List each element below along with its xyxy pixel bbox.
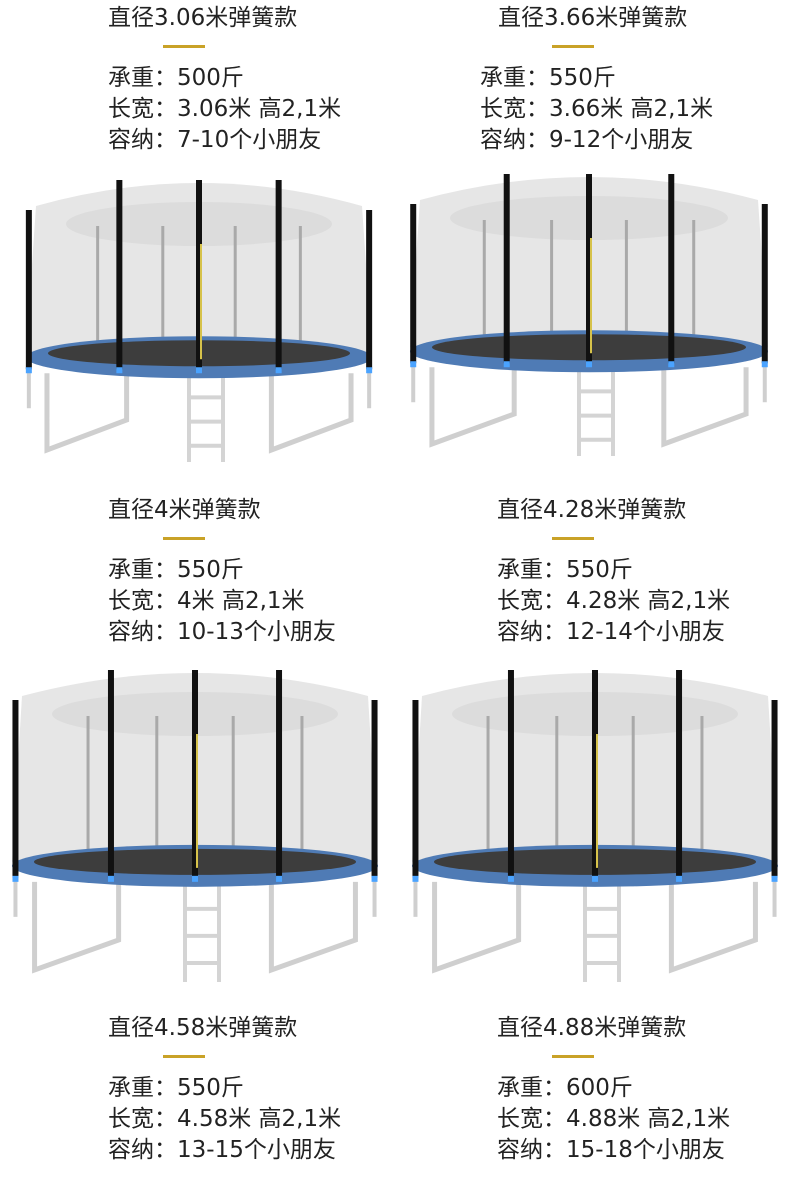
- spec-load: 承重：550斤: [480, 65, 616, 91]
- pole-cap: [503, 361, 510, 368]
- pole-cap: [196, 367, 202, 374]
- front-pole: [192, 670, 198, 878]
- spec-capacity: 容纳：15-18个小朋友: [497, 1137, 725, 1163]
- pole-cap: [116, 367, 123, 374]
- trampoline-image-3: [4, 656, 386, 988]
- spec-capacity: 容纳：12-14个小朋友: [497, 619, 725, 645]
- spec-load: 承重：500斤: [108, 65, 244, 91]
- spec-size: 长宽：3.66米 高2,1米: [480, 96, 714, 122]
- product-title: 直径3.66米弹簧款: [498, 5, 688, 31]
- product-title: 直径4.58米弹簧款: [108, 1015, 298, 1041]
- front-pole: [771, 700, 778, 878]
- spec-load: 承重：550斤: [108, 1075, 244, 1101]
- trampoline-image-1: [18, 166, 380, 468]
- spec-load: 承重：600斤: [497, 1075, 633, 1101]
- title-underline: [552, 537, 594, 540]
- trampoline-image-4: [404, 656, 786, 988]
- trampoline-drawing: [412, 670, 778, 982]
- spec-size: 长宽：4.58米 高2,1米: [108, 1106, 342, 1132]
- spec-list: 承重：550斤 长宽：4.28米 高2,1米 容纳：12-14个小朋友: [497, 555, 790, 648]
- spec-capacity: 容纳：7-10个小朋友: [108, 127, 322, 153]
- leg-frame: [32, 881, 122, 974]
- front-pole: [676, 670, 683, 878]
- leg-frame: [429, 367, 517, 448]
- pole-cap: [276, 875, 283, 882]
- product-card-5: 直径4.58米弹簧款 承重：550斤 长宽：4.58米 高2,1米 容纳：13-…: [108, 1014, 488, 1166]
- spec-list: 承重：550斤 长宽：3.66米 高2,1米 容纳：9-12个小朋友: [480, 63, 790, 156]
- pole-cap: [366, 367, 373, 374]
- spec-capacity: 容纳：9-12个小朋友: [480, 127, 694, 153]
- spec-load: 承重：550斤: [108, 557, 244, 583]
- front-pole: [371, 700, 378, 878]
- front-pole: [366, 210, 373, 370]
- pole-cap: [25, 367, 32, 374]
- trampoline-drawing: [25, 180, 373, 462]
- leg-frame: [44, 373, 130, 454]
- front-pole: [275, 180, 282, 370]
- title-underline: [552, 45, 594, 48]
- leg-frame: [661, 367, 749, 448]
- pole-cap: [771, 875, 778, 882]
- spec-list: 承重：600斤 长宽：4.88米 高2,1米 容纳：15-18个小朋友: [497, 1073, 790, 1166]
- title-underline: [163, 1055, 205, 1058]
- front-pole: [410, 204, 417, 364]
- product-title: 直径4米弹簧款: [108, 497, 261, 523]
- pole-cap: [12, 875, 19, 882]
- pole-cap: [761, 361, 768, 368]
- front-pole: [116, 180, 123, 370]
- product-card-6: 直径4.88米弹簧款 承重：600斤 长宽：4.88米 高2,1米 容纳：15-…: [497, 1014, 790, 1166]
- pole-cap: [410, 361, 417, 368]
- spec-capacity: 容纳：13-15个小朋友: [108, 1137, 336, 1163]
- pole-cap: [371, 875, 378, 882]
- front-pole: [592, 670, 598, 878]
- front-pole: [668, 174, 675, 364]
- product-title: 直径4.28米弹簧款: [497, 497, 687, 523]
- front-pole: [107, 670, 114, 878]
- front-pole: [586, 174, 592, 364]
- leg-frame: [268, 373, 354, 454]
- spec-size: 长宽：3.06米 高2,1米: [108, 96, 342, 122]
- leg-frame: [668, 881, 758, 974]
- pole-cap: [192, 875, 198, 882]
- product-title: 直径4.88米弹簧款: [497, 1015, 687, 1041]
- front-pole: [412, 700, 419, 878]
- spec-load: 承重：550斤: [497, 557, 633, 583]
- front-pole: [507, 670, 514, 878]
- spec-capacity: 容纳：10-13个小朋友: [108, 619, 336, 645]
- pole-cap: [412, 875, 419, 882]
- product-card-2: 直径3.66米弹簧款 承重：550斤 长宽：3.66米 高2,1米 容纳：9-1…: [480, 4, 790, 156]
- product-card-3: 直径4米弹簧款 承重：550斤 长宽：4米 高2,1米 容纳：10-13个小朋友: [108, 496, 488, 648]
- front-pole: [761, 204, 768, 364]
- pole-cap: [107, 875, 114, 882]
- front-pole: [12, 700, 19, 878]
- spec-list: 承重：550斤 长宽：4米 高2,1米 容纳：10-13个小朋友: [108, 555, 488, 648]
- title-underline: [552, 1055, 594, 1058]
- pole-cap: [668, 361, 675, 368]
- pole-cap: [592, 875, 598, 882]
- trampoline-drawing: [12, 670, 378, 982]
- spec-list: 承重：550斤 长宽：4.58米 高2,1米 容纳：13-15个小朋友: [108, 1073, 488, 1166]
- pole-cap: [676, 875, 683, 882]
- trampoline-image-2: [402, 160, 776, 462]
- title-underline: [163, 537, 205, 540]
- product-card-1: 直径3.06米弹簧款 承重：500斤 长宽：3.06米 高2,1米 容纳：7-1…: [108, 4, 488, 156]
- pole-cap: [586, 361, 592, 368]
- product-card-4: 直径4.28米弹簧款 承重：550斤 长宽：4.28米 高2,1米 容纳：12-…: [497, 496, 790, 648]
- trampoline-drawing: [410, 174, 768, 456]
- title-underline: [163, 45, 205, 48]
- leg-frame: [268, 881, 358, 974]
- spec-list: 承重：500斤 长宽：3.06米 高2,1米 容纳：7-10个小朋友: [108, 63, 488, 156]
- pole-cap: [275, 367, 282, 374]
- front-pole: [25, 210, 32, 370]
- leg-frame: [432, 881, 522, 974]
- spec-size: 长宽：4.88米 高2,1米: [497, 1106, 731, 1132]
- spec-size: 长宽：4米 高2,1米: [108, 588, 305, 614]
- front-pole: [503, 174, 510, 364]
- pole-cap: [507, 875, 514, 882]
- front-pole: [196, 180, 202, 370]
- product-title: 直径3.06米弹簧款: [108, 5, 298, 31]
- spec-size: 长宽：4.28米 高2,1米: [497, 588, 731, 614]
- front-pole: [276, 670, 283, 878]
